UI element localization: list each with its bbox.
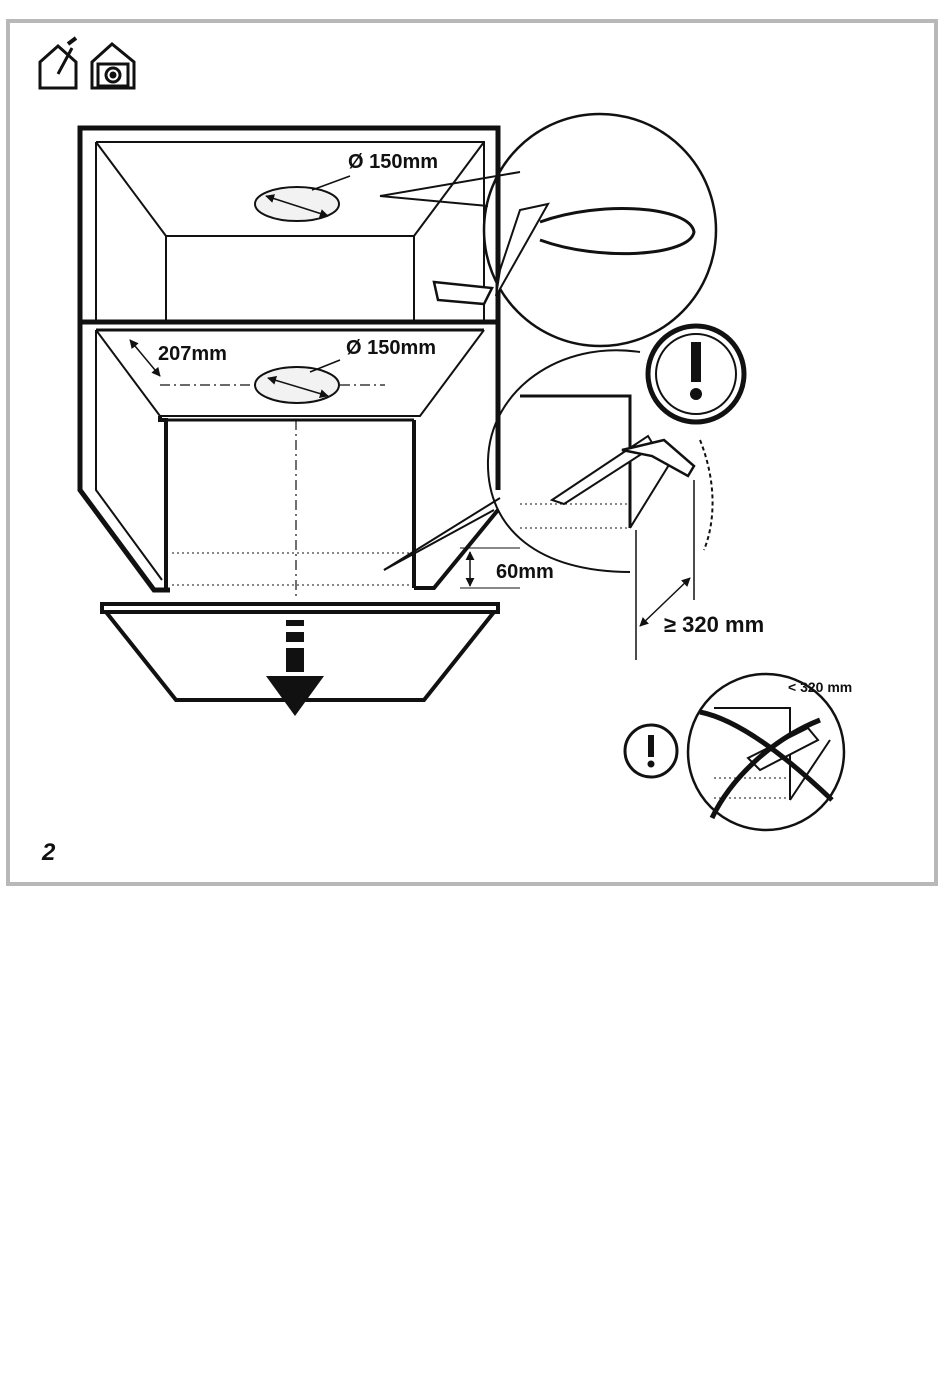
depth-label: 207mm [158,343,227,365]
depth-arrow [130,340,160,376]
mid-vent-hole [255,360,340,403]
figure-number: 2 [41,839,56,866]
house-fan-icon [92,44,134,88]
upper-zoom-callout [380,114,716,346]
top-vent-hole [255,176,350,221]
lower-cabinet [80,322,498,600]
cut-height-label: 60mm [496,561,554,583]
bad-clearance-label: < 320 mm [788,679,852,695]
top-hole-diameter-label: Ø 150mm [348,151,438,173]
wrong-example-callout [688,674,844,830]
min-clearance-label: ≥ 320 mm [664,612,764,637]
warning-icon-large [648,326,744,422]
warning-icon-small [625,725,677,777]
mid-hole-diameter-label: Ø 150mm [346,337,436,359]
house-tools-icon [40,38,76,88]
